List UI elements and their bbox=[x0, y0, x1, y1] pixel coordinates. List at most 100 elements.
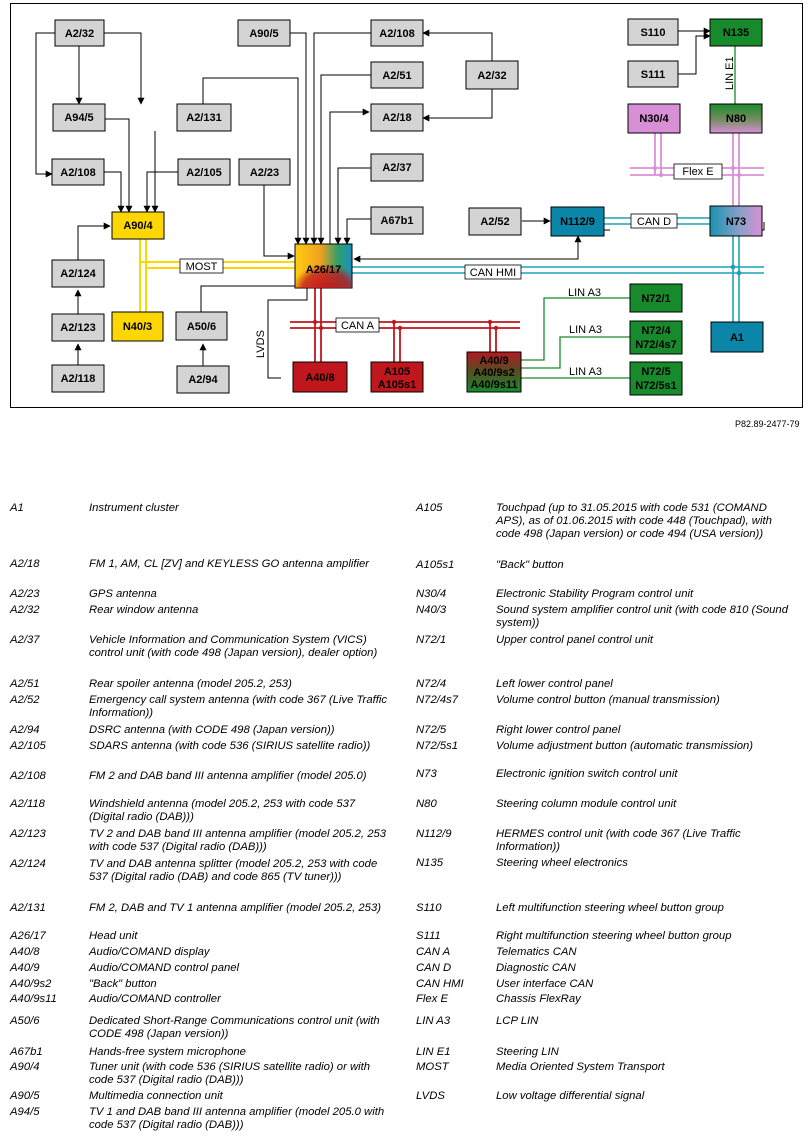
legend-description: SDARS antenna (with code 536 (SIRIUS sat… bbox=[89, 740, 371, 752]
node-n73-label: N73 bbox=[726, 216, 746, 228]
node-a40-8-label: A40/8 bbox=[305, 372, 334, 384]
lin-a3-label-2: LIN A3 bbox=[569, 324, 602, 336]
node-a2-131 bbox=[176, 103, 232, 132]
legend-code: A2/23 bbox=[10, 588, 40, 600]
legend-code: N80 bbox=[416, 798, 437, 810]
bus-labels: MOST CAN HMI CAN A CAN D Flex E LIN E1 L… bbox=[179, 56, 736, 378]
node-a105 bbox=[370, 361, 424, 393]
legend-code: A2/131 bbox=[10, 902, 46, 914]
node-a2-32b-label: A2/32 bbox=[477, 70, 506, 82]
legend-description: Left multifunction steering wheel button… bbox=[496, 902, 724, 914]
node-n112-9-label: N112/9 bbox=[560, 216, 595, 228]
legend-description: DSRC antenna (with CODE 498 (Japan versi… bbox=[89, 724, 335, 736]
legend-description: Dedicated Short-Range Communications con… bbox=[89, 1015, 380, 1040]
node-a94-5 bbox=[52, 103, 106, 132]
node-a2-52-label: A2/52 bbox=[480, 216, 509, 228]
node-n72-5-label-1: N72/5 bbox=[641, 366, 670, 378]
legend-description: "Back" button bbox=[496, 559, 564, 571]
legend-code: A2/108 bbox=[10, 770, 46, 782]
legend-code: S110 bbox=[416, 902, 442, 914]
legend-code: A2/18 bbox=[10, 558, 40, 570]
node-a67b1 bbox=[370, 206, 424, 235]
legend-description: Volume control button (manual transmissi… bbox=[496, 694, 720, 706]
legend-description: Audio/COMAND display bbox=[89, 946, 210, 958]
node-a2-94-label: A2/94 bbox=[188, 374, 218, 386]
node-n72-4-label-1: N72/4 bbox=[641, 325, 671, 337]
legend-description: Left lower control panel bbox=[496, 678, 613, 690]
node-n72-5-label-2: N72/5s1 bbox=[635, 380, 677, 392]
legend-code: A2/32 bbox=[10, 604, 40, 616]
legend-description: GPS antenna bbox=[89, 588, 157, 600]
node-a2-23-label: A2/23 bbox=[250, 167, 279, 179]
node-a90-5 bbox=[237, 19, 291, 47]
legend-code: N135 bbox=[416, 857, 444, 869]
node-n72-5 bbox=[629, 361, 683, 396]
flex-e-label: Flex E bbox=[682, 166, 713, 178]
legend-description: TV 1 and DAB band III antenna amplifier … bbox=[89, 1106, 385, 1131]
node-n80 bbox=[709, 103, 763, 134]
legend-code: A2/94 bbox=[10, 724, 40, 736]
node-a105-label-1: A105 bbox=[384, 366, 410, 378]
legend-description: Steering column module control unit bbox=[496, 798, 677, 810]
legend-description: User interface CAN bbox=[496, 978, 594, 990]
legend-code: A40/9 bbox=[10, 962, 40, 974]
node-a2-52 bbox=[468, 207, 522, 236]
node-n135 bbox=[709, 18, 763, 47]
can-a-bus bbox=[290, 288, 520, 362]
node-n72-4 bbox=[629, 320, 683, 355]
node-a1-label: A1 bbox=[730, 332, 744, 344]
node-a90-5-label: A90/5 bbox=[249, 28, 278, 40]
legend-code: N72/4s7 bbox=[416, 694, 459, 706]
node-s110 bbox=[627, 18, 679, 46]
legend-description: Hands-free system microphone bbox=[89, 1046, 246, 1058]
legend-code: A40/9s2 bbox=[10, 978, 52, 990]
legend-description: Volume adjustment button (automatic tran… bbox=[496, 740, 754, 752]
legend-code: LIN E1 bbox=[416, 1046, 451, 1058]
node-n72-1-label: N72/1 bbox=[641, 293, 670, 305]
legend-description: Audio/COMAND control panel bbox=[89, 962, 240, 974]
signal-lines bbox=[35, 27, 765, 379]
node-a2-37-label: A2/37 bbox=[382, 162, 411, 174]
node-a40-8 bbox=[292, 361, 348, 393]
legend-code: A40/8 bbox=[10, 946, 40, 958]
node-a2-51 bbox=[370, 61, 424, 89]
node-a2-124-label: A2/124 bbox=[60, 268, 96, 280]
legend-code: A90/5 bbox=[10, 1090, 40, 1102]
legend-description: FM 2, DAB and TV 1 antenna amplifier (mo… bbox=[89, 902, 381, 914]
legend-description: Sound system amplifier control unit (wit… bbox=[496, 604, 788, 629]
node-a50-6 bbox=[175, 311, 228, 341]
legend-description: Vehicle Information and Communication Sy… bbox=[89, 634, 378, 659]
node-n30-4 bbox=[627, 103, 681, 134]
node-a2-105 bbox=[177, 158, 231, 186]
legend-description: Instrument cluster bbox=[89, 502, 179, 514]
legend-code: A2/123 bbox=[10, 828, 46, 840]
legend-code: A2/37 bbox=[10, 634, 40, 646]
node-a94-5-label: A94/5 bbox=[64, 112, 93, 124]
node-a26-17-label: A26/17 bbox=[306, 264, 341, 276]
legend-code: LVDS bbox=[416, 1090, 445, 1102]
node-a2-108b-label: A2/108 bbox=[60, 167, 95, 179]
node-n40-3 bbox=[111, 311, 164, 342]
node-a2-18 bbox=[370, 103, 424, 132]
node-a40-9 bbox=[466, 351, 522, 393]
legend-description: Right multifunction steering wheel butto… bbox=[496, 930, 732, 942]
node-n112-9 bbox=[550, 206, 605, 237]
node-a40-9-label-2: A40/9s2 bbox=[473, 367, 515, 379]
legend-code: A105s1 bbox=[416, 559, 455, 571]
node-n73 bbox=[709, 205, 763, 237]
legend-description: Rear spoiler antenna (model 205.2, 253) bbox=[89, 678, 292, 690]
node-n80-label: N80 bbox=[726, 113, 746, 125]
legend-code: CAN A bbox=[416, 946, 451, 958]
legend-code: A1 bbox=[10, 502, 24, 514]
node-a1 bbox=[710, 321, 764, 353]
node-n135-label: N135 bbox=[723, 27, 749, 39]
lin-e1-label: LIN E1 bbox=[724, 56, 736, 90]
legend-description: TV 2 and DAB band III antenna amplifier … bbox=[89, 828, 387, 853]
legend-code: A26/17 bbox=[10, 930, 46, 942]
lin-a3-label-3: LIN A3 bbox=[569, 366, 602, 378]
lin-a3-label-1: LIN A3 bbox=[568, 287, 601, 299]
node-n72-4-label-2: N72/4s7 bbox=[635, 339, 677, 351]
legend-description: FM 1, AM, CL [ZV] and KEYLESS GO antenna… bbox=[89, 558, 370, 570]
node-a50-6-label: A50/6 bbox=[187, 321, 216, 333]
node-a2-23 bbox=[238, 158, 291, 186]
